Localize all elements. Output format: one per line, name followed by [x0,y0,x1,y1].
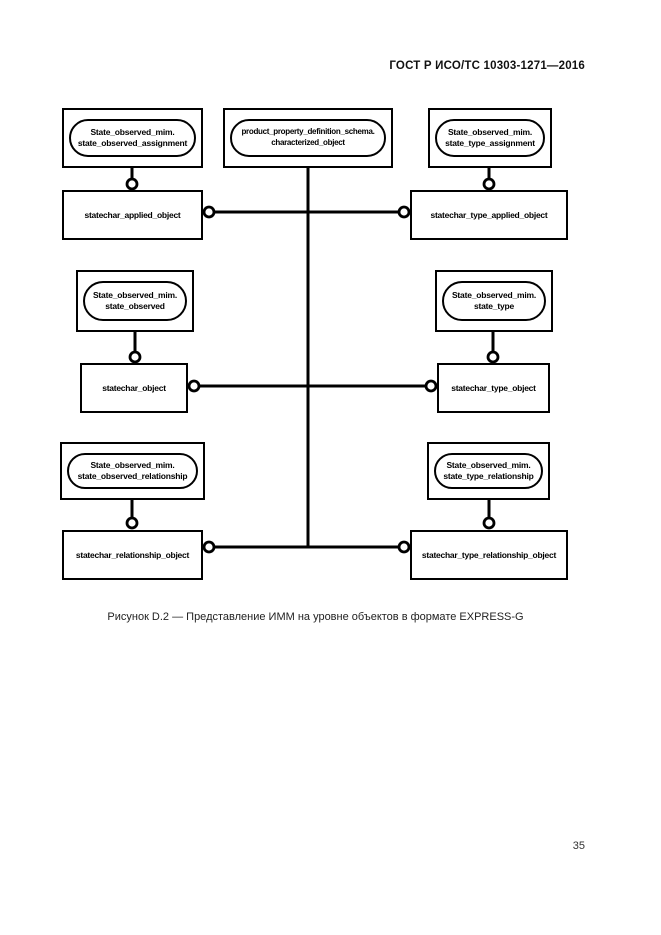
pageref-label-line2: state_type_relationship [443,471,534,481]
pageref-node-characterized-object: product_property_definition_schema. char… [223,108,393,168]
connection-circle-icon [187,379,201,393]
page-number: 35 [572,840,585,852]
express-g-diagram: State_observed_mim. state_observed_assig… [60,108,568,580]
pageref-label-line2: state_type_assignment [445,138,535,148]
figure-caption: Рисунок D.2 — Представление ИММ на уровн… [107,611,524,623]
connection-circle-icon [424,379,438,393]
pageref-label-line1: State_observed_mim. [90,459,175,470]
connection-circle-icon [202,540,216,554]
pageref-label-line1: State_observed_mim. [92,289,178,300]
stadium-shape: State_observed_mim. state_type_relations… [434,453,543,489]
connection-circle-icon [482,516,496,530]
pageref-label-line2: state_observed_relationship [77,471,188,481]
document-header-title: ГОСТ Р ИСО/ТС 10303-1271—2016 [389,60,585,72]
stadium-shape: State_observed_mim. state_type_assignmen… [435,119,545,157]
connection-circle-icon [486,350,500,364]
pageref-node-state-type-assignment: State_observed_mim. state_type_assignmen… [428,108,552,168]
stadium-shape: State_observed_mim. state_observed_assig… [69,119,196,157]
pageref-node-state-observed: State_observed_mim. state_observed [76,270,194,332]
entity-label: statechar_object [102,383,166,393]
connection-circle-icon [397,205,411,219]
pageref-node-state-observed-assignment: State_observed_mim. state_observed_assig… [62,108,203,168]
pageref-label-line2: state_type [473,301,515,311]
connection-circle-icon [202,205,216,219]
entity-label: statechar_type_object [451,383,536,393]
entity-node-statechar-object: statechar_object [80,363,188,413]
stadium-shape: State_observed_mim. state_observed_relat… [67,453,198,489]
stadium-shape: State_observed_mim. state_type [442,281,546,321]
entity-node-statechar-applied-object: statechar_applied_object [62,190,203,240]
pageref-label-line2: characterized_object [271,138,345,147]
pageref-node-state-observed-relationship: State_observed_mim. state_observed_relat… [60,442,205,500]
pageref-node-state-type: State_observed_mim. state_type [435,270,553,332]
entity-node-statechar-type-applied-object: statechar_type_applied_object [410,190,568,240]
pageref-label-line1: State_observed_mim. [447,126,533,137]
connection-circle-icon [482,177,496,191]
stadium-shape: State_observed_mim. state_observed [83,281,187,321]
pageref-label-line1: product_property_definition_schema. [241,127,375,137]
stadium-shape: product_property_definition_schema. char… [230,119,386,157]
connection-circle-icon [128,350,142,364]
entity-label: statechar_relationship_object [75,550,190,560]
entity-label: statechar_type_relationship_object [421,550,557,560]
connection-circle-icon [125,177,139,191]
pageref-label-line2: state_observed_assignment [77,138,188,148]
entity-node-statechar-type-relationship-object: statechar_type_relationship_object [410,530,568,580]
pageref-label-line2: state_observed [105,301,165,311]
entity-node-statechar-type-object: statechar_type_object [437,363,550,413]
entity-label: statechar_applied_object [84,210,181,220]
entity-label: statechar_type_applied_object [430,210,548,220]
pageref-node-state-type-relationship: State_observed_mim. state_type_relations… [427,442,550,500]
pageref-label-line1: State_observed_mim. [446,459,531,470]
entity-node-statechar-relationship-object: statechar_relationship_object [62,530,203,580]
connection-circle-icon [125,516,139,530]
pageref-label-line1: State_observed_mim. [90,126,175,137]
connection-circle-icon [397,540,411,554]
diagram-connectors [125,168,500,554]
pageref-label-line1: State_observed_mim. [451,289,537,300]
